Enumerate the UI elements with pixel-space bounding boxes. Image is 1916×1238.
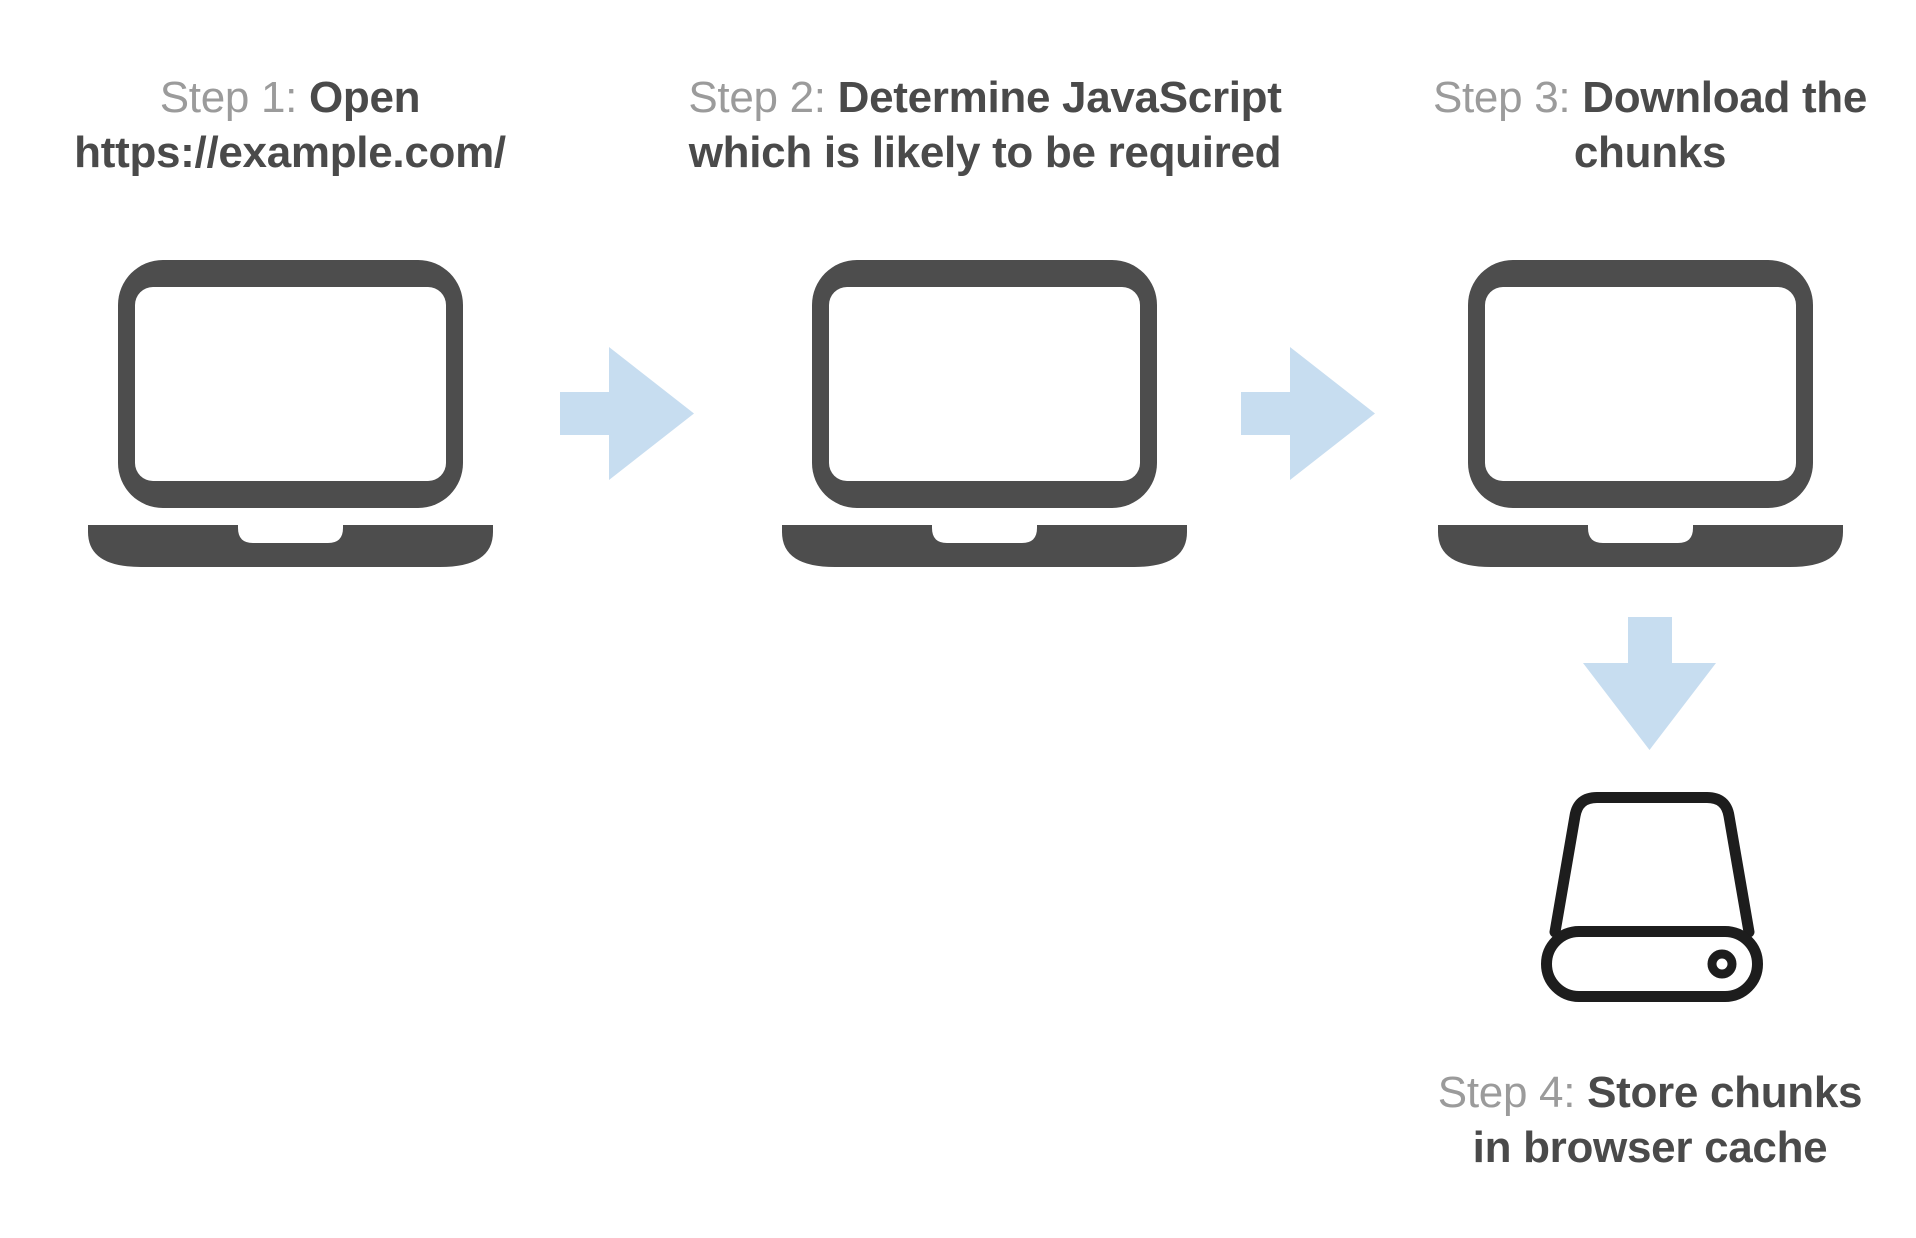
step-4-title-line2: in browser cache bbox=[1472, 1123, 1828, 1172]
step-4-prefix: Step 4: bbox=[1437, 1068, 1588, 1117]
step-3-title-line1: Download the bbox=[1582, 73, 1868, 122]
arrow-right-icon bbox=[560, 347, 694, 480]
step-1-title-line2: https://example.com/ bbox=[74, 128, 506, 177]
laptop-icon bbox=[1438, 260, 1843, 567]
step-4-label: Step 4: Store chunks in browser cache bbox=[1340, 1065, 1916, 1175]
arrow-down-icon bbox=[1583, 617, 1716, 750]
step-2-title-line2: which is likely to be required bbox=[688, 128, 1282, 177]
step-1-prefix: Step 1: bbox=[159, 73, 309, 122]
step-1-title-line1: Open bbox=[309, 73, 421, 122]
step-2-title-line1: Determine JavaScript bbox=[837, 73, 1282, 122]
laptop-icon bbox=[88, 260, 493, 567]
step-2-label: Step 2: Determine JavaScript which is li… bbox=[675, 70, 1295, 180]
step-3-title-line2: chunks bbox=[1573, 128, 1727, 177]
hard-drive-icon bbox=[1541, 792, 1763, 1002]
step-3-prefix: Step 3: bbox=[1432, 73, 1583, 122]
step-3-label: Step 3: Download the chunks bbox=[1340, 70, 1916, 180]
step-4-title-line1: Store chunks bbox=[1587, 1068, 1863, 1117]
step-2-prefix: Step 2: bbox=[688, 73, 838, 122]
laptop-icon bbox=[782, 260, 1187, 567]
arrow-right-icon bbox=[1241, 347, 1375, 480]
step-1-label: Step 1: Open https://example.com/ bbox=[0, 70, 580, 180]
